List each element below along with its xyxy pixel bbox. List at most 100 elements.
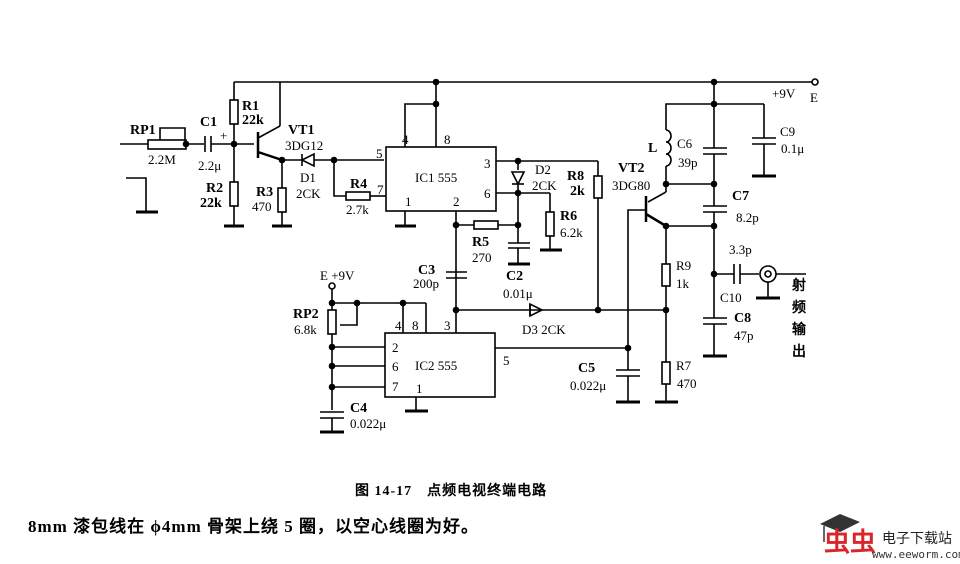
c7-value: 8.2p — [736, 210, 759, 225]
watermark-brand: 虫虫 — [824, 528, 877, 558]
rp1-resistor — [147, 139, 187, 150]
rp2-label: RP2 — [293, 307, 319, 322]
vt2-value: 3DG80 — [612, 178, 650, 193]
graduation-cap-icon — [820, 514, 860, 542]
c10-value: 3.3p — [729, 242, 752, 257]
rp2-resistor — [327, 309, 337, 335]
ic2-pin2: 2 — [392, 340, 399, 355]
d1-diode — [300, 152, 315, 168]
ic2-pin5: 5 — [503, 353, 510, 368]
r7-value: 470 — [677, 376, 697, 391]
d2-label: D2 — [535, 162, 551, 177]
r9-value: 1k — [676, 276, 690, 291]
r3-label: R3 — [256, 185, 273, 200]
r1-label: R1 — [242, 99, 259, 114]
ic1-pin8: 8 — [444, 132, 451, 147]
ic2-box — [384, 332, 496, 398]
ic2-pin1: 1 — [416, 381, 423, 396]
ic2-supply-label: E +9V — [320, 268, 355, 283]
ic2-pin8: 8 — [412, 318, 419, 333]
c6-label: C6 — [677, 136, 693, 151]
c3-value: 200p — [413, 276, 439, 291]
ic1-pin7: 7 — [377, 182, 384, 197]
c6-value: 39p — [678, 155, 698, 170]
ic1-pin3: 3 — [484, 156, 491, 171]
vt1-value: 3DG12 — [285, 138, 323, 153]
c9-label: C9 — [780, 124, 795, 139]
r6-resistor — [545, 211, 555, 237]
c5-value: 0.022μ — [570, 378, 606, 393]
r4-resistor — [345, 191, 371, 201]
r8-value: 2k — [570, 184, 585, 199]
ic1-pin2: 2 — [453, 194, 460, 209]
c7-label: C7 — [732, 189, 749, 204]
ic1-pin6: 6 — [484, 186, 491, 201]
output-label-4: 出 — [792, 343, 806, 360]
supply-label: +9V — [772, 86, 796, 101]
vcc-terminal — [811, 78, 819, 86]
output-label-3: 输 — [792, 321, 807, 338]
svg-text:+: + — [220, 128, 227, 143]
ic2-label: IC2 555 — [415, 358, 457, 373]
r2-label: R2 — [206, 181, 223, 196]
d1-label: D1 — [300, 170, 316, 185]
r9-label: R9 — [676, 258, 691, 273]
r2-resistor — [229, 181, 239, 207]
rp1-value: 2.2M — [148, 152, 176, 167]
c3-label: C3 — [418, 263, 435, 278]
r5-label: R5 — [472, 235, 489, 250]
d3-label: D3 2CK — [522, 322, 566, 337]
r9-resistor — [661, 263, 671, 287]
r1-value: 22k — [242, 113, 264, 128]
supply-node-label: E — [810, 90, 818, 105]
coil-note: 8mm 漆包线在 ϕ4mm 骨架上绕 5 圈，以空心线圈为好。 — [28, 517, 480, 536]
ic2-pin3: 3 — [444, 318, 451, 333]
ic1-box — [385, 146, 497, 212]
d1-value: 2CK — [296, 186, 321, 201]
rp2-value: 6.8k — [294, 322, 317, 337]
r8-label: R8 — [567, 169, 584, 184]
ic2-pin7: 7 — [392, 379, 399, 394]
d2-value: 2CK — [532, 178, 557, 193]
d2-diode — [510, 171, 526, 186]
r4-label: R4 — [350, 177, 367, 192]
c4-value: 0.022μ — [350, 416, 386, 431]
c1-value: 2.2μ — [198, 158, 221, 173]
r5-value: 270 — [472, 250, 492, 265]
ic1-label: IC1 555 — [415, 170, 457, 185]
r5-resistor — [473, 220, 499, 230]
c2-label: C2 — [506, 269, 523, 284]
r8-resistor — [593, 175, 603, 199]
watermark-text: 电子下载站 — [882, 531, 952, 547]
ic1-pin4: 4 — [402, 132, 409, 147]
output-label-1: 射 — [791, 277, 806, 294]
c9-value: 0.1μ — [781, 141, 804, 156]
c2-value: 0.01μ — [503, 286, 533, 301]
c8-label: C8 — [734, 311, 751, 326]
output-label-2: 频 — [792, 299, 806, 316]
c10-label: C10 — [720, 290, 742, 305]
r3-resistor — [277, 187, 287, 213]
rf-output-connector — [759, 265, 777, 283]
inductor-l — [665, 129, 672, 167]
inductor-label: L — [648, 141, 657, 156]
c4-label: C4 — [350, 401, 367, 416]
vt2-label: VT2 — [618, 161, 644, 176]
r3-value: 470 — [252, 199, 272, 214]
rp1-label: RP1 — [130, 123, 156, 138]
r7-label: R7 — [676, 358, 692, 373]
c8-value: 47p — [734, 328, 754, 343]
watermark-logo: 虫虫 电子下载站 www.eeworm.com — [812, 500, 960, 564]
ic2-pin6: 6 — [392, 359, 399, 374]
r6-label: R6 — [560, 209, 577, 224]
r4-value: 2.7k — [346, 202, 369, 217]
c1-label: C1 — [200, 115, 217, 130]
ic2-pin4: 4 — [395, 318, 402, 333]
r1-resistor — [229, 99, 239, 125]
r2-value: 22k — [200, 196, 222, 211]
vt1-label: VT1 — [288, 123, 314, 138]
r7-resistor — [661, 361, 671, 385]
ic1-pin1: 1 — [405, 194, 412, 209]
ic2-supply-terminal — [328, 282, 336, 290]
